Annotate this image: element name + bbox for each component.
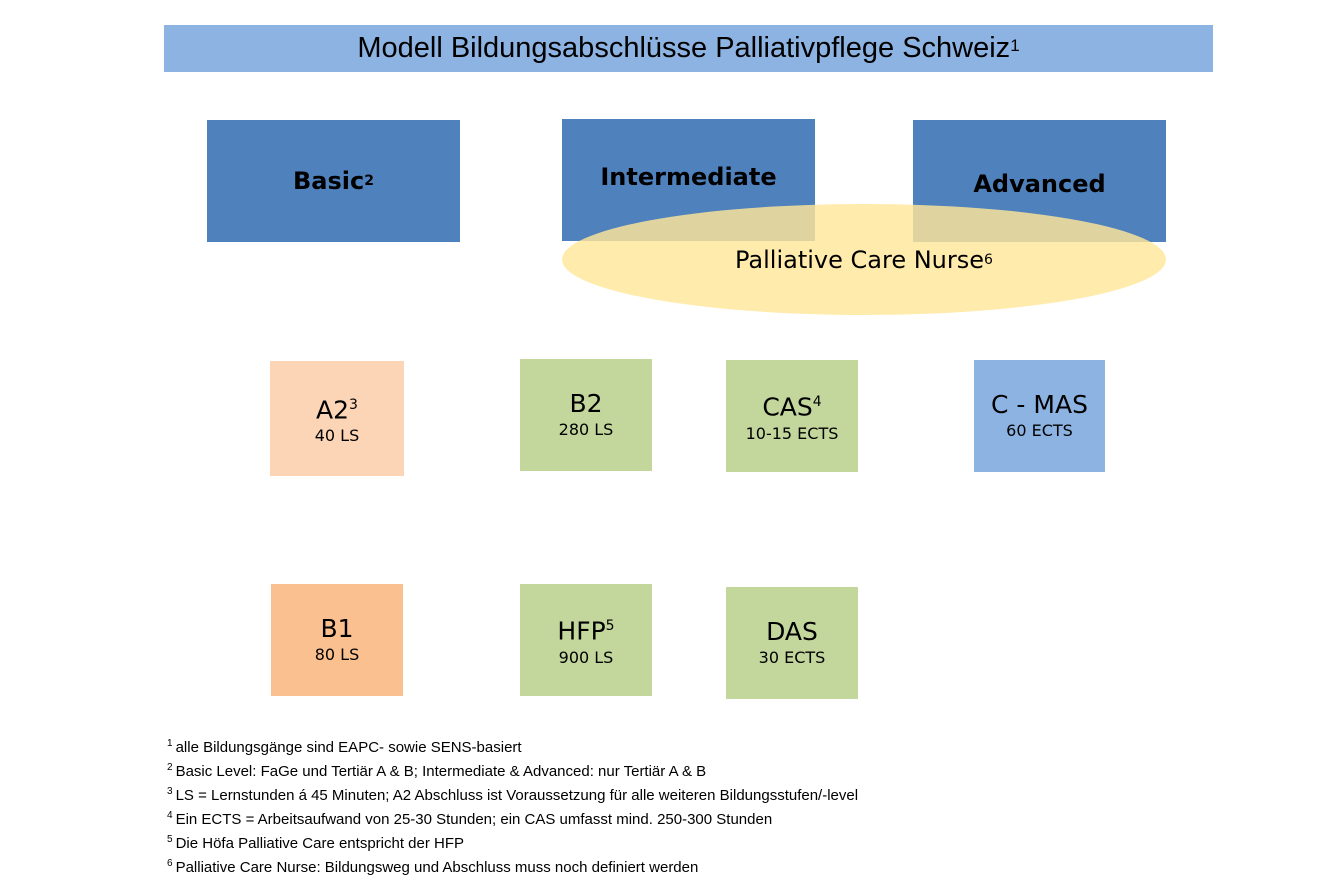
box-cas-ects: 10-15 ECTS bbox=[745, 423, 839, 443]
box-b1-hours: 80 LS bbox=[314, 645, 360, 664]
box-b2: B2 280 LS bbox=[520, 359, 652, 471]
box-c-mas: C - MAS 60 ECTS bbox=[974, 360, 1105, 472]
box-das-name: DAS bbox=[766, 617, 818, 646]
level-basic-label: Basic bbox=[293, 167, 365, 195]
box-b2-name: B2 bbox=[569, 389, 603, 418]
box-cas: CAS4 10-15 ECTS bbox=[726, 360, 858, 472]
box-b1-name: B1 bbox=[320, 614, 354, 643]
box-c-mas-name: C - MAS bbox=[991, 390, 1088, 419]
level-basic-footnote-ref: 2 bbox=[364, 173, 374, 189]
box-hfp-name: HFP5 bbox=[557, 616, 615, 646]
box-hfp-hours: 900 LS bbox=[558, 647, 614, 667]
box-hfp: HFP5 900 LS bbox=[520, 584, 652, 696]
box-c-mas-ects: 60 ECTS bbox=[1006, 421, 1073, 440]
box-cas-name: CAS4 bbox=[762, 392, 822, 422]
box-a2-name: A23 bbox=[316, 395, 358, 425]
level-advanced-label: Advanced bbox=[973, 170, 1106, 198]
box-das-ects: 30 ECTS bbox=[758, 648, 826, 667]
box-b2-hours: 280 LS bbox=[558, 420, 614, 439]
box-a2: A23 40 LS bbox=[270, 361, 404, 476]
level-intermediate-label: Intermediate bbox=[600, 163, 777, 191]
diagram-title: Modell Bildungsabschlüsse Palliativpfleg… bbox=[164, 25, 1213, 72]
palliative-care-nurse-footnote-ref: 6 bbox=[984, 251, 993, 268]
box-b1: B1 80 LS bbox=[271, 584, 403, 696]
diagram-title-footnote-ref: 1 bbox=[1010, 35, 1020, 55]
palliative-care-nurse-label: Palliative Care Nurse bbox=[735, 245, 985, 274]
box-das: DAS 30 ECTS bbox=[726, 587, 858, 699]
diagram-title-text: Modell Bildungsabschlüsse Palliativpfleg… bbox=[357, 32, 1011, 64]
box-a2-hours: 40 LS bbox=[314, 426, 360, 446]
